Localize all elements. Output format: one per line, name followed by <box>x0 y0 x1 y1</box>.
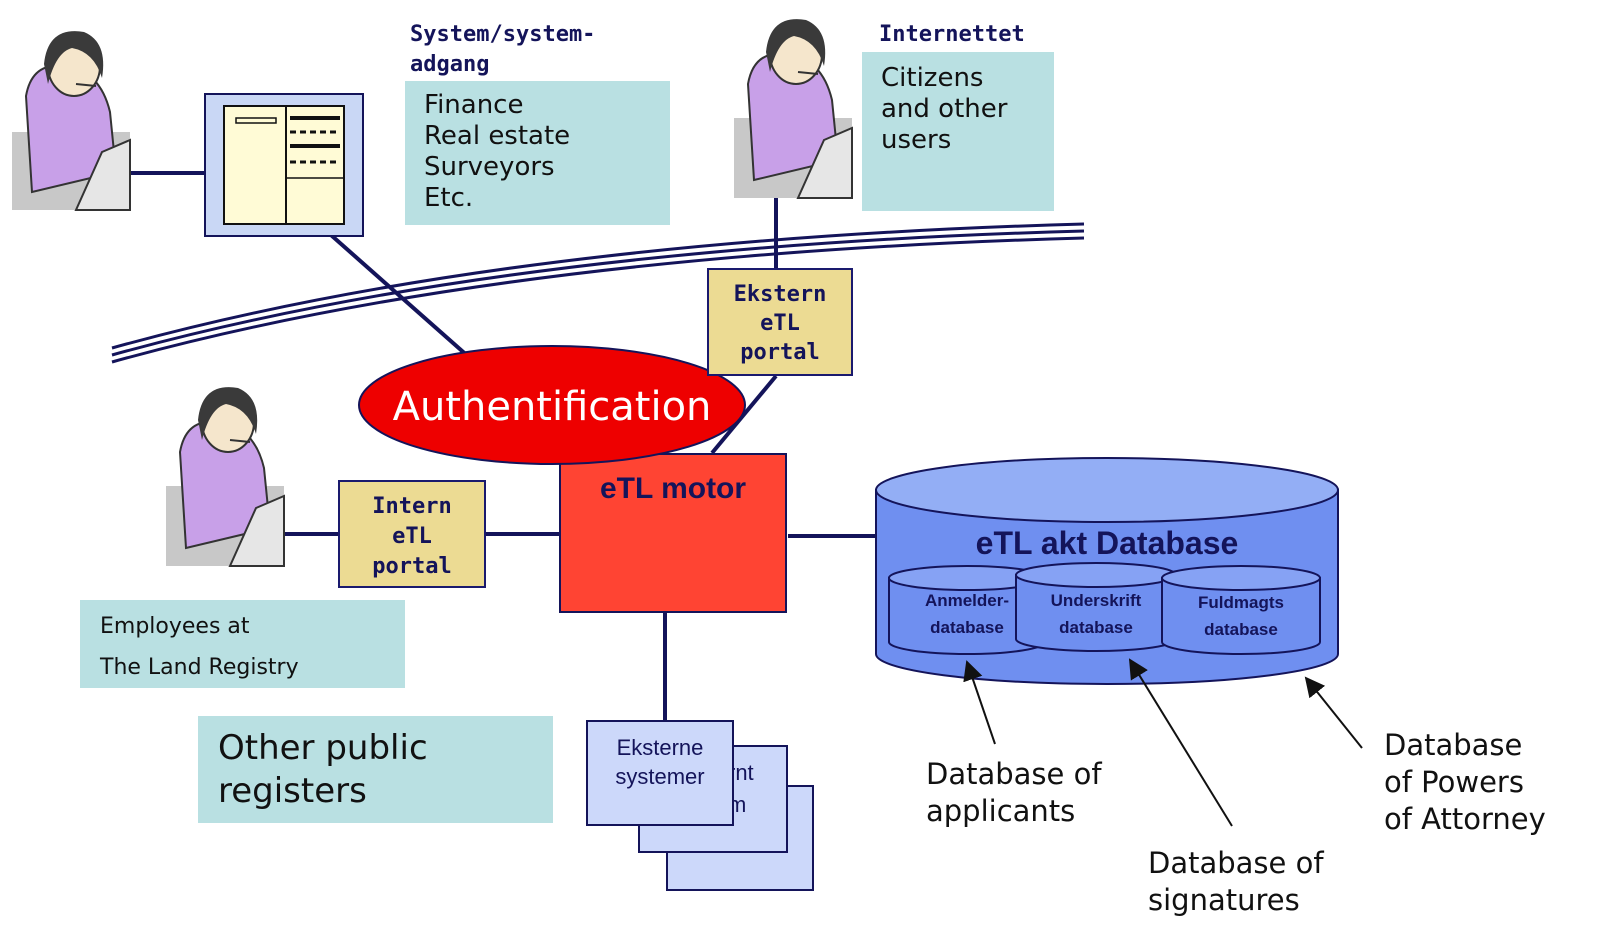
callout-powers-line: of Powers <box>1384 765 1524 799</box>
sub-database-powers-line2: database <box>1204 620 1278 639</box>
sub-database-signatures-line2: database <box>1059 618 1133 637</box>
etl-engine-label: eTL motor <box>600 472 746 505</box>
internet-users-line: Citizens <box>881 63 984 93</box>
external-systems-back-line: rnt <box>728 760 754 785</box>
internet-users-line: and other <box>881 94 1008 124</box>
database-title: eTL akt Database <box>976 525 1239 561</box>
external-portal-line: portal <box>740 340 820 365</box>
sub-database-powers: Fuldmagts database <box>1161 565 1321 655</box>
network-backbone <box>111 222 1085 364</box>
system-window-icon <box>204 93 364 237</box>
sub-database-powers-line1: Fuldmagts <box>1198 593 1284 612</box>
callout-applicants-line: Database of <box>926 757 1102 791</box>
internal-portal-line: Intern <box>372 494 452 519</box>
employees-line: The Land Registry <box>100 655 299 680</box>
external-systems-card: Eksterne systemer <box>586 720 734 826</box>
callout-signatures-line: signatures <box>1148 883 1300 917</box>
internal-etl-portal: Intern eTL portal <box>338 480 486 588</box>
user-figure-employee <box>166 387 285 567</box>
system-access-header: System/system-adgang <box>410 20 640 80</box>
authentication-label: Authentification <box>393 384 712 430</box>
sub-database-applicants-line1: Anmelder- <box>925 591 1009 610</box>
external-systems-line: systemer <box>615 764 705 789</box>
callout-powers-of-attorney: Database of Powers of Attorney <box>1384 727 1546 838</box>
system-access-item: Real estate <box>424 121 571 151</box>
system-access-box: Finance Real estate Surveyors Etc. <box>405 81 670 225</box>
other-registers-line: registers <box>218 771 367 811</box>
internal-portal-line: eTL <box>392 524 432 549</box>
sub-database-signatures: Underskrift database <box>1015 562 1177 652</box>
external-portal-line: eTL <box>760 311 800 336</box>
callout-signatures: Database of signatures <box>1148 845 1324 919</box>
system-access-item: Surveyors <box>424 152 555 182</box>
internet-users-box: Citizens and other users <box>862 52 1054 211</box>
callout-arrows <box>963 658 1363 827</box>
callout-applicants-line: applicants <box>926 794 1076 828</box>
sub-database-applicants-line2: database <box>930 618 1004 637</box>
callout-signatures-line: Database of <box>1148 846 1324 880</box>
external-etl-portal: Ekstern eTL portal <box>707 268 853 376</box>
external-systems-back-line: m <box>728 792 747 817</box>
external-portal-line: Ekstern <box>733 282 827 307</box>
system-access-item: Etc. <box>424 183 474 213</box>
authentication-ellipse <box>358 345 746 465</box>
system-access-header-text: System/system-adgang <box>410 22 596 77</box>
employees-box: Employees at The Land Registry <box>80 600 405 688</box>
other-public-registers-box: Other public registers <box>198 716 553 823</box>
external-systems-line: Eksterne <box>616 735 704 760</box>
etl-engine-box <box>559 453 787 613</box>
user-figure-internet <box>734 19 853 199</box>
employees-line: Employees at <box>100 614 250 639</box>
internet-users-line: users <box>881 125 952 155</box>
internet-header: Internettet <box>879 20 1025 50</box>
callout-applicants: Database of applicants <box>926 756 1102 830</box>
user-figure-system-access <box>12 31 131 211</box>
callout-powers-line: Database <box>1384 728 1523 762</box>
internal-portal-line: portal <box>372 554 452 579</box>
other-registers-line: Other public <box>218 728 428 768</box>
system-access-item: Finance <box>424 90 524 120</box>
sub-database-applicants: Anmelder- database <box>888 565 1046 655</box>
callout-powers-line: of Attorney <box>1384 802 1546 836</box>
internet-header-text: Internettet <box>879 22 1025 47</box>
sub-database-signatures-line1: Underskrift <box>1051 591 1142 610</box>
